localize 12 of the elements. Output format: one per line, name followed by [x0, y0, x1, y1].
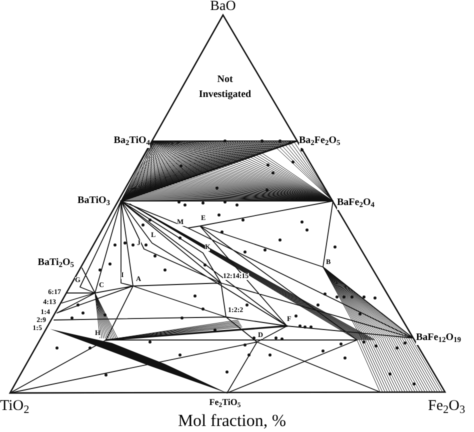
compound-label: Ba$_{2}$Fe$_{2}$O$_{5}$: [299, 133, 340, 148]
compound-label: BaFe$_{2}$O$_{4}$: [337, 195, 374, 210]
compound-label: Fe$_{2}$TiO$_{5}$: [209, 396, 241, 410]
compound-label: BaFe$_{12}$O$_{19}$: [416, 330, 461, 345]
region-label: Not Investigated: [198, 73, 252, 102]
vertex-label: BaO: [210, 0, 236, 14]
compound-label: BaTi$_{2}$O$_{5}$: [38, 255, 74, 270]
axis-title: Mol fraction, %: [178, 410, 286, 432]
compound-label: Ba$_{2}$TiO$_{4}$: [114, 133, 150, 148]
compound-label: BaTiO$_{3}$: [78, 193, 110, 208]
vertex-label: Fe$_{2}$O$_{3}$: [428, 397, 466, 418]
vertex-label: TiO$_{2}$: [0, 397, 30, 418]
